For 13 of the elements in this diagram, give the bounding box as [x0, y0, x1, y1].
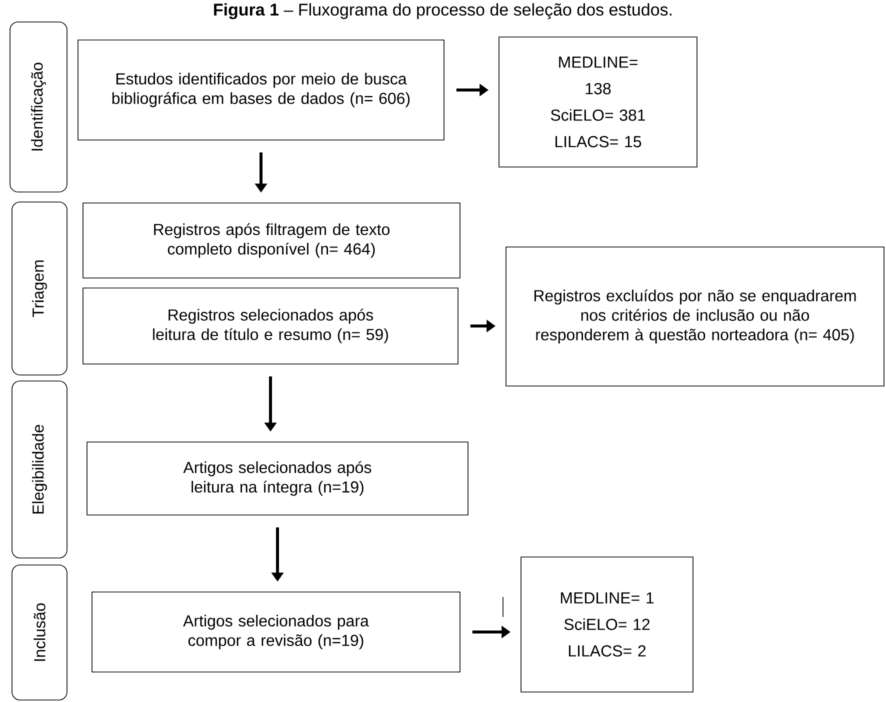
phase-label-box: Identificação: [10, 22, 68, 192]
phase-label-box: Triagem: [12, 202, 68, 376]
process-box: Artigos selecionados para compor a revisão (n=19): [92, 592, 460, 672]
phase-label-box: Elegibilidade: [12, 380, 68, 558]
database-count-box: MEDLINE= 1 SciELO= 12 LILACS= 2: [520, 556, 694, 692]
process-box: Registros após filtragem de texto completo disponível (n= 464): [82, 202, 460, 278]
phase-label-box: Inclusão: [12, 564, 68, 700]
process-box: Registros selecionados após leitura de título e resumo (n= 59): [82, 288, 458, 364]
process-box: Registros excluídos por não se enquadrarem nos critérios de inclusão ou não responderem à questão norteadora (n= 405): [506, 246, 884, 386]
database-count-box: MEDLINE= 138 SciELO= 381 LILACS= 15: [498, 36, 698, 168]
process-box: Estudos identificados por meio de busca bibliográfica em bases de dados (n= 606): [78, 40, 444, 140]
figure-title: Figura 1 – Fluxograma do processo de seleção dos estudos.: [214, 3, 672, 20]
process-box: Artigos selecionados após leitura na íntegra (n=19): [86, 442, 468, 516]
